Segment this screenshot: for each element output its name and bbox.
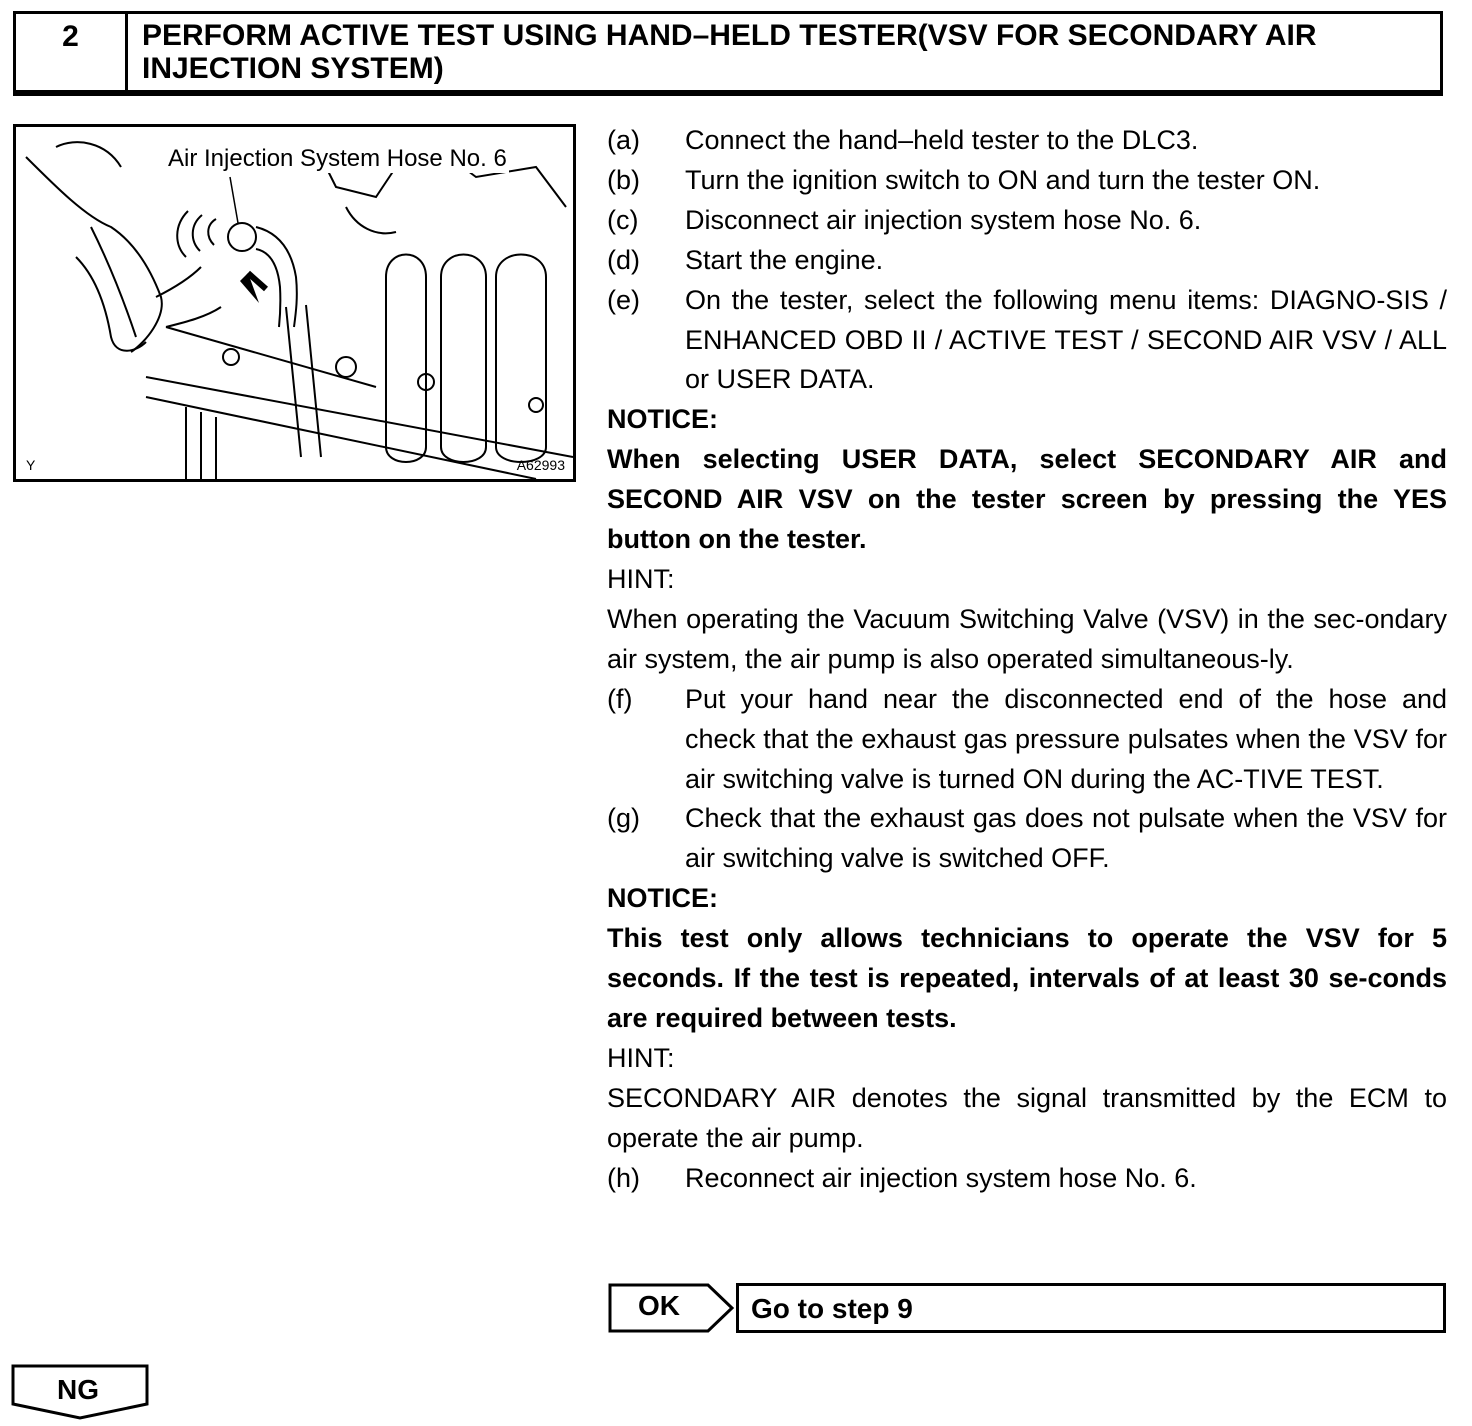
list-item: (b) Turn the ignition switch to ON and t… xyxy=(607,161,1447,201)
item-text: Reconnect air injection system hose No. … xyxy=(685,1162,1197,1193)
item-label: (g) xyxy=(607,803,640,834)
item-label: (f) xyxy=(607,683,633,714)
item-text: Check that the exhaust gas does not puls… xyxy=(685,803,1447,874)
item-label: (h) xyxy=(607,1162,640,1193)
hint-heading: HINT: xyxy=(607,563,675,594)
hint-text: When operating the Vacuum Switching Valv… xyxy=(607,603,1447,674)
notice-heading: NOTICE: xyxy=(607,883,718,914)
list-item: (e) On the tester, select the following … xyxy=(607,281,1447,401)
item-label: (e) xyxy=(607,284,640,315)
item-label: (c) xyxy=(607,204,639,235)
item-text: Disconnect air injection system hose No.… xyxy=(685,204,1202,235)
ok-arrow-shape xyxy=(608,1283,735,1333)
item-text: Connect the hand–held tester to the DLC3… xyxy=(685,125,1199,155)
item-label: (b) xyxy=(607,164,640,195)
ok-label: OK xyxy=(638,1290,680,1321)
item-label: (d) xyxy=(607,244,640,275)
list-item: (h) Reconnect air injection system hose … xyxy=(607,1159,1447,1199)
ng-arrow-shape xyxy=(11,1364,149,1420)
item-label: (a) xyxy=(607,125,640,155)
list-item: (a) Connect the hand–held tester to the … xyxy=(607,121,1447,161)
step-header: 2 PERFORM ACTIVE TEST USING HAND–HELD TE… xyxy=(13,11,1443,93)
item-text: Turn the ignition switch to ON and turn … xyxy=(685,164,1321,195)
figure-code: A62993 xyxy=(516,457,565,473)
list-item: (f) Put your hand near the disconnected … xyxy=(607,680,1447,800)
hint-text: SECONDARY AIR denotes the signal transmi… xyxy=(607,1082,1447,1153)
hint-heading: HINT: xyxy=(607,1042,675,1073)
engine-illustration: Air Injection System Hose No. 6 Y A62993 xyxy=(13,124,576,482)
engine-drawing xyxy=(25,141,573,479)
item-text: On the tester, select the following menu… xyxy=(685,284,1447,395)
notice-text: This test only allows technicians to ope… xyxy=(607,923,1447,1033)
ng-label: NG xyxy=(57,1374,99,1405)
figure-callout-label: Air Injection System Hose No. 6 xyxy=(166,145,509,173)
list-item: (c) Disconnect air injection system hose… xyxy=(607,201,1447,241)
go-to-step-box: Go to step 9 xyxy=(736,1283,1446,1333)
item-text: Start the engine. xyxy=(685,244,884,275)
notice-heading: NOTICE: xyxy=(607,404,718,435)
figure-corner-mark: Y xyxy=(26,457,36,473)
list-item: (d) Start the engine. xyxy=(607,241,1447,281)
procedure-text: (a) Connect the hand–held tester to the … xyxy=(607,121,1447,1198)
notice-text: When selecting USER DATA, select SECONDA… xyxy=(607,444,1447,555)
step-title: PERFORM ACTIVE TEST USING HAND–HELD TEST… xyxy=(142,19,1317,85)
result-ok-row: OK Go to step 9 xyxy=(608,1283,1446,1333)
result-ng: NG xyxy=(11,1364,151,1420)
item-text: Put your hand near the disconnected end … xyxy=(685,683,1447,794)
list-item: (g) Check that the exhaust gas does not … xyxy=(607,799,1447,879)
step-number: 2 xyxy=(16,14,128,90)
